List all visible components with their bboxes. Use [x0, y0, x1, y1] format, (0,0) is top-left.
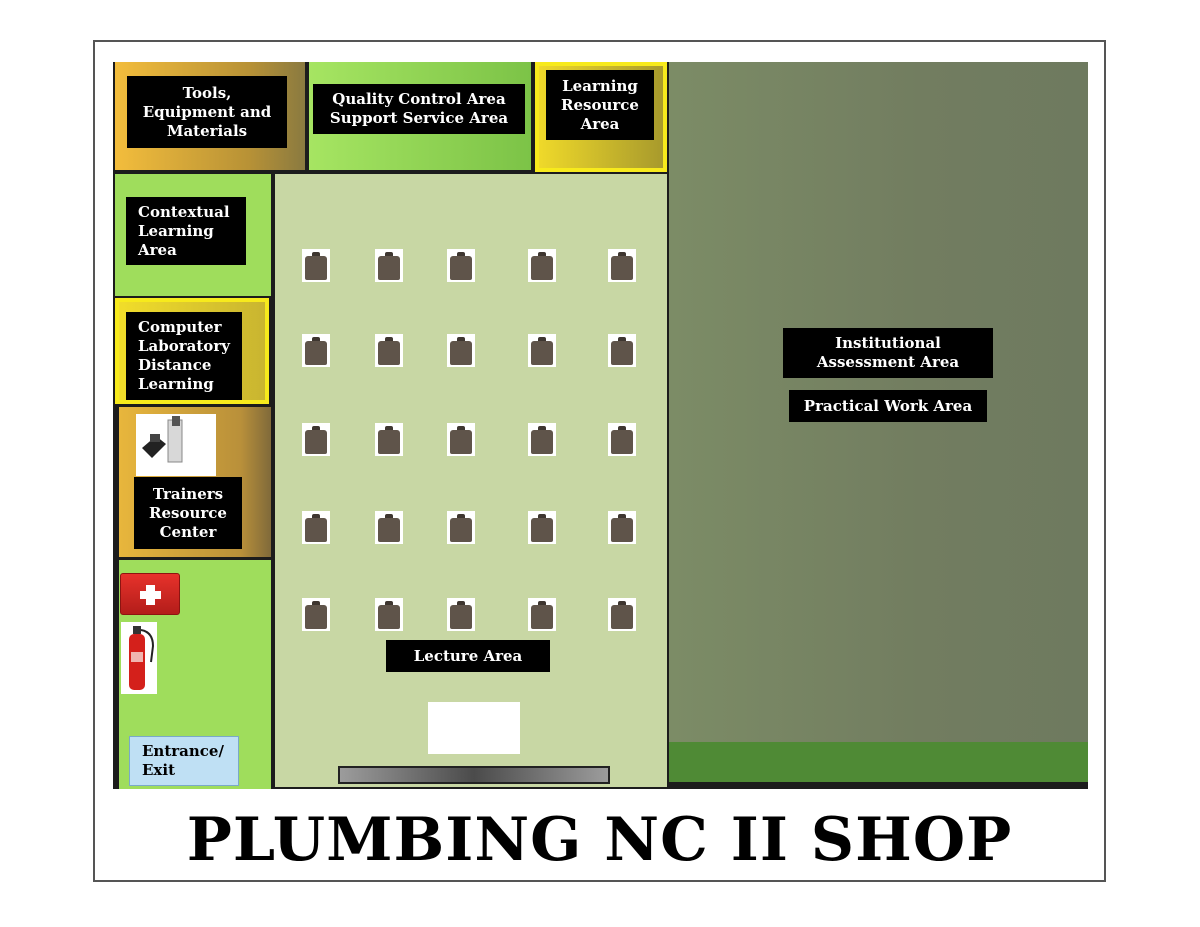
practical-label: Practical Work Area [789, 390, 987, 422]
contextual-label: Contextual Learning Area [126, 197, 246, 265]
entrance-exit[interactable]: Entrance/ Exit [129, 736, 239, 786]
chair-icon [608, 249, 636, 282]
computer-lab-label: Computer Laboratory Distance Learning [126, 312, 242, 400]
floor-plan: Tools, Equipment and Materials Quality C… [113, 62, 1088, 789]
whiteboard [338, 766, 610, 784]
trainer-desk [428, 702, 520, 754]
lecture-label: Lecture Area [386, 640, 550, 672]
learning-resource-label: Learning Resource Area [546, 70, 654, 140]
chair-icon [375, 598, 403, 631]
chair-icon [528, 598, 556, 631]
chair-icon [447, 598, 475, 631]
chair-icon [447, 249, 475, 282]
chair-icon [302, 511, 330, 544]
shop-title: PLUMBING NC II SHOP [186, 805, 1013, 875]
chair-icon [447, 511, 475, 544]
chair-icon [375, 249, 403, 282]
first-aid-icon [120, 573, 180, 615]
chair-icon [608, 511, 636, 544]
chair-icon [302, 249, 330, 282]
fire-extinguisher-icon [121, 622, 157, 694]
chair-icon [375, 511, 403, 544]
chair-icon [302, 598, 330, 631]
chair-icon [447, 334, 475, 367]
chair-icon [608, 423, 636, 456]
chair-icon [528, 511, 556, 544]
chair-icon [528, 249, 556, 282]
chair-icon [447, 423, 475, 456]
trainer-equipment-icon [136, 414, 216, 476]
chair-icon [528, 423, 556, 456]
tools-label: Tools, Equipment and Materials [127, 76, 287, 148]
chair-icon [528, 334, 556, 367]
practical-floor-strip [669, 742, 1088, 782]
institutional-label: Institutional Assessment Area [783, 328, 993, 378]
chair-icon [608, 598, 636, 631]
chair-icon [608, 334, 636, 367]
chair-icon [302, 423, 330, 456]
trainers-label: Trainers Resource Center [134, 477, 242, 549]
chair-icon [375, 334, 403, 367]
chair-icon [375, 423, 403, 456]
chair-icon [302, 334, 330, 367]
quality-label: Quality Control Area Support Service Are… [313, 84, 525, 134]
